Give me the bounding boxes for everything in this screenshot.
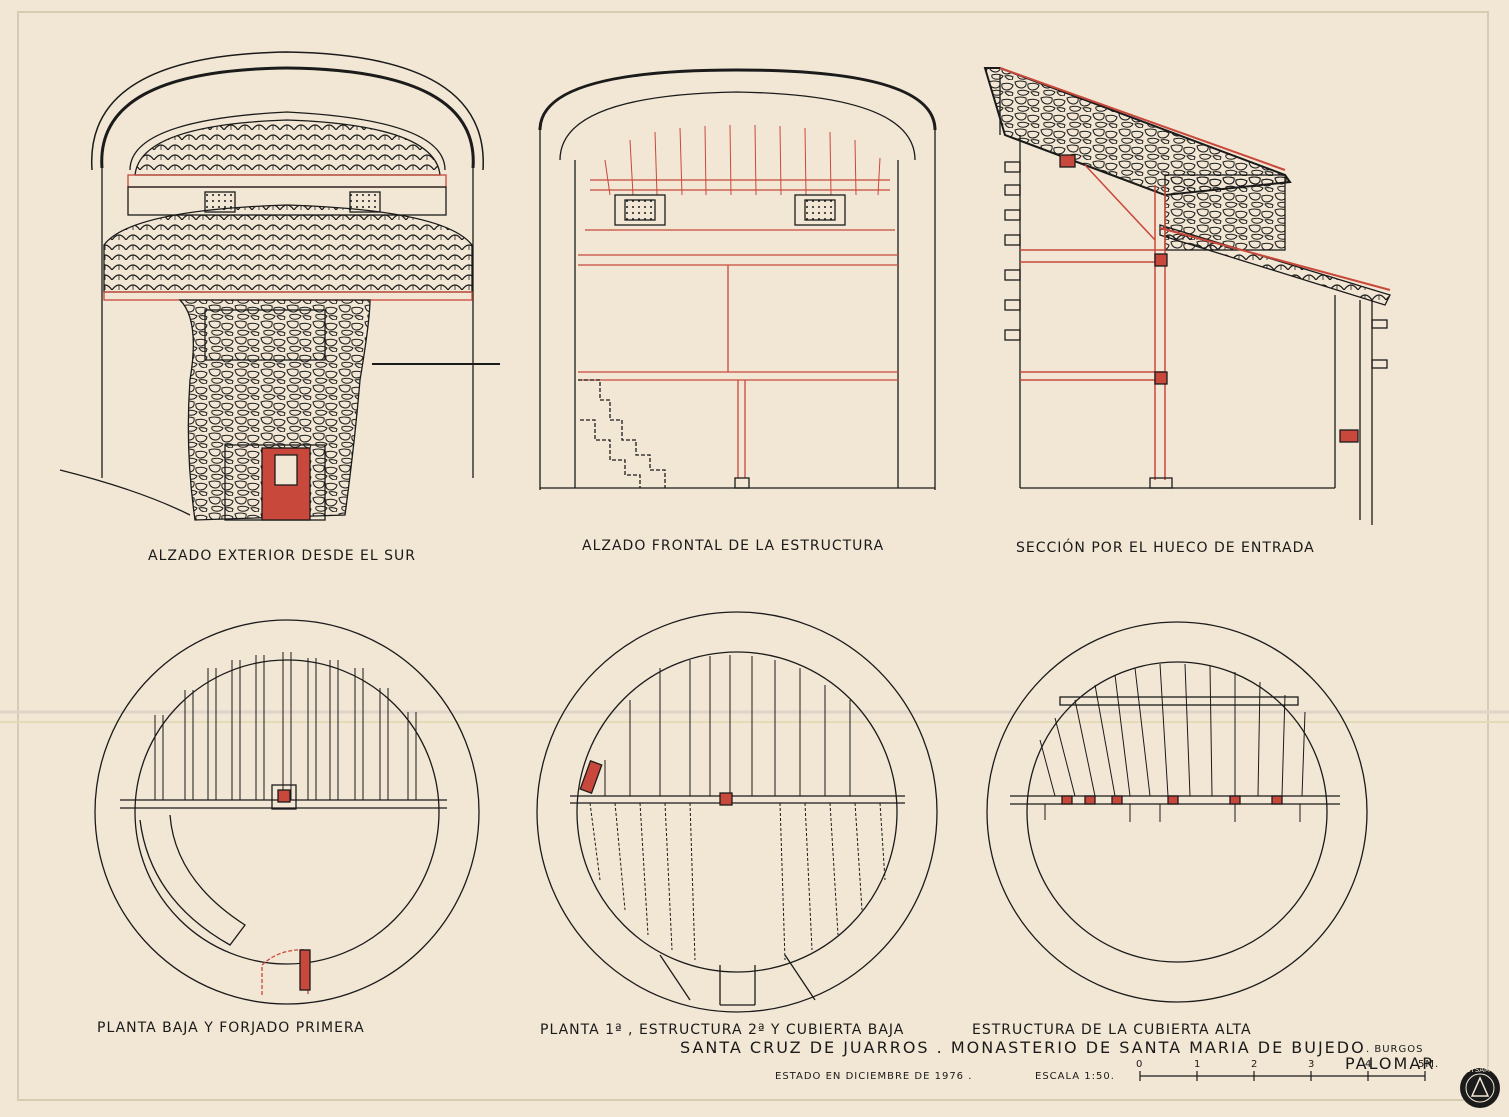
section-entrance-drawing	[983, 67, 1391, 525]
stamp-label: ETSAM	[1466, 1066, 1491, 1074]
scale-tick-label: 0	[1136, 1059, 1144, 1070]
elevation-front-drawing	[538, 68, 937, 490]
scale-tick-label: 1	[1194, 1059, 1202, 1070]
title-state: ESTADO EN DICIEMBRE DE 1976 .	[775, 1071, 973, 1082]
elevation-south-drawing	[59, 51, 500, 521]
caption-plan-first: PLANTA 1ª , ESTRUCTURA 2ª Y CUBIERTA BAJ…	[540, 1022, 905, 1038]
title-province: . BURGOS	[1366, 1044, 1424, 1055]
caption-plan-ground: PLANTA BAJA Y FORJADO PRIMERA	[97, 1020, 365, 1036]
caption-elevation-south: ALZADO EXTERIOR DESDE EL SUR	[148, 548, 416, 564]
title-main: SANTA CRUZ DE JUARROS . MONASTERIO DE SA…	[680, 1038, 1366, 1057]
plan-first-drawing	[536, 611, 938, 1013]
etsam-stamp	[1460, 1068, 1500, 1108]
scale-tick-label: 4	[1365, 1059, 1373, 1070]
plan-ground-drawing	[94, 619, 480, 1005]
scale-bar	[1139, 1071, 1426, 1081]
scale-tick-label: 2	[1251, 1059, 1259, 1070]
title-scale: ESCALA 1:50.	[1035, 1071, 1115, 1082]
scale-tick-label: 5M.	[1418, 1059, 1440, 1070]
plan-roof-drawing	[986, 621, 1368, 1003]
caption-elevation-front: ALZADO FRONTAL DE LA ESTRUCTURA	[582, 538, 885, 554]
caption-plan-roof: ESTRUCTURA DE LA CUBIERTA ALTA	[972, 1022, 1252, 1038]
title-building: PALOMAR	[1345, 1054, 1436, 1073]
scale-tick-label: 3	[1308, 1059, 1316, 1070]
caption-section-entrance: SECCIÓN POR EL HUECO DE ENTRADA	[1016, 540, 1315, 556]
sheet-border	[17, 11, 1489, 1101]
